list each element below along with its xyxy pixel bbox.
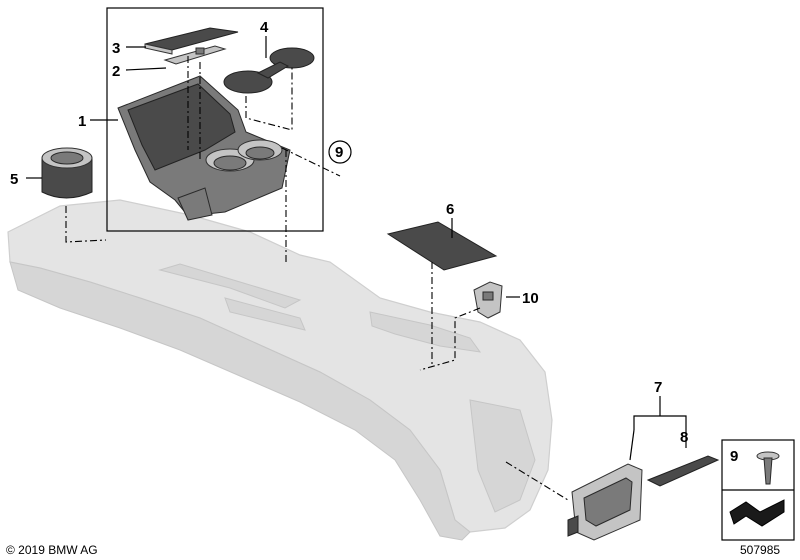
callout-5: 5 [10, 171, 18, 188]
callout-7: 7 [654, 379, 662, 396]
legend-box: 9 [721, 439, 795, 541]
callout-2: 2 [112, 63, 120, 80]
diagram-number: 507985 [740, 543, 780, 557]
callout-8: 8 [680, 429, 688, 446]
part-10-clip [473, 281, 503, 319]
part-8-plate [646, 455, 720, 487]
callout-1: 1 [78, 113, 86, 130]
callout-6: 6 [446, 201, 454, 218]
center-console [7, 199, 553, 541]
assembly-symbol [729, 499, 785, 527]
part-1-tray [117, 75, 291, 221]
legend-item-9: 9 [730, 448, 738, 465]
callout-3: 3 [112, 40, 120, 57]
callouts: 3 2 4 1 5 9 6 10 7 8 [10, 19, 688, 446]
part-4-mat [223, 47, 315, 94]
ref-circle-9 [328, 140, 352, 164]
leader-lines [26, 36, 687, 461]
callout-9: 9 [335, 144, 343, 161]
assembly-lines [65, 56, 569, 501]
part-6-mat [386, 221, 498, 271]
callout-4: 4 [260, 19, 269, 36]
part-2-bracket [163, 45, 227, 65]
copyright: © 2019 BMW AG [6, 543, 98, 557]
part-5-cup [41, 147, 93, 199]
part-7-trim [567, 463, 643, 541]
callout-10: 10 [522, 290, 539, 307]
screw-icon [756, 451, 780, 485]
part-3-cover [144, 27, 239, 55]
